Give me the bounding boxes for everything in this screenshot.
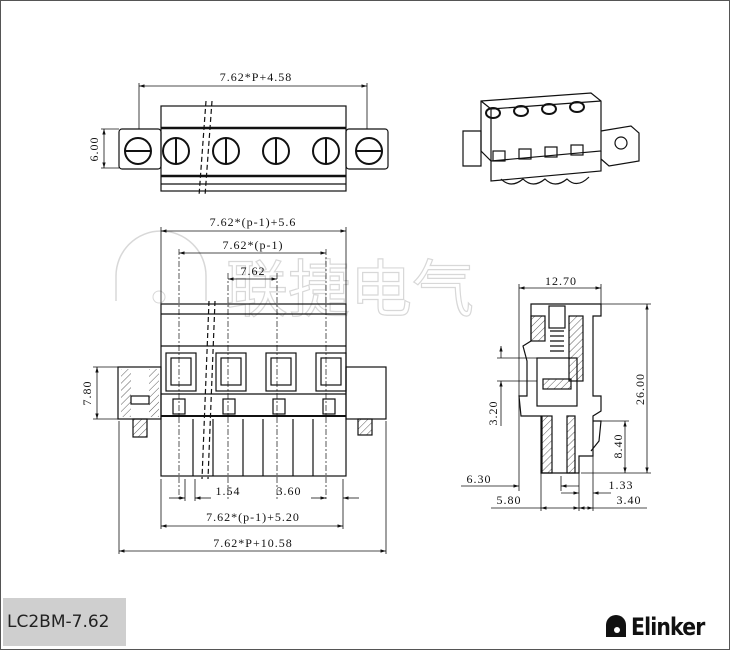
dim-side-5-80: 5.80 bbox=[497, 493, 522, 507]
dim-side-8-40: 8.40 bbox=[611, 434, 625, 459]
dimension-labels: 7.62*P+4.58 6.00 7.62*(p-1)+5.6 7.62*(p-… bbox=[80, 70, 647, 550]
front-view bbox=[93, 227, 387, 554]
watermark: 联捷电气 bbox=[115, 230, 475, 327]
dim-side-3-20: 3.20 bbox=[486, 401, 500, 426]
dim-side-3-40: 3.40 bbox=[617, 493, 642, 507]
brand-logo: Elinker bbox=[604, 611, 717, 643]
dim-side-width: 12.70 bbox=[545, 274, 577, 288]
side-view bbox=[461, 284, 651, 511]
model-number-label: LC2BM-7.62 bbox=[3, 598, 126, 646]
dim-front-body-bottom: 7.62*(p-1)+5.20 bbox=[206, 510, 300, 524]
top-view bbox=[101, 83, 389, 197]
dim-top-height: 6.00 bbox=[87, 137, 101, 162]
dim-front-pin-right: 3.60 bbox=[277, 484, 302, 498]
dim-front-overall: 7.62*P+10.58 bbox=[213, 536, 292, 550]
dim-front-pitch: 7.62 bbox=[241, 264, 266, 278]
dim-front-overall-top: 7.62*(p-1)+5.6 bbox=[210, 215, 297, 229]
dim-front-pitch-span: 7.62*(p-1) bbox=[223, 238, 284, 252]
dim-front-height: 7.80 bbox=[80, 381, 94, 406]
dim-side-1-33: 1.33 bbox=[609, 478, 634, 492]
dim-side-6-30: 6.30 bbox=[467, 472, 492, 486]
dim-front-pin-left: 1.54 bbox=[216, 484, 241, 498]
brand-name: Elinker bbox=[630, 613, 705, 641]
elinker-logo-icon bbox=[605, 615, 626, 637]
dim-side-height: 26.00 bbox=[633, 373, 647, 405]
dim-top-width: 7.62*P+4.58 bbox=[220, 70, 292, 84]
isometric-view bbox=[462, 92, 640, 185]
